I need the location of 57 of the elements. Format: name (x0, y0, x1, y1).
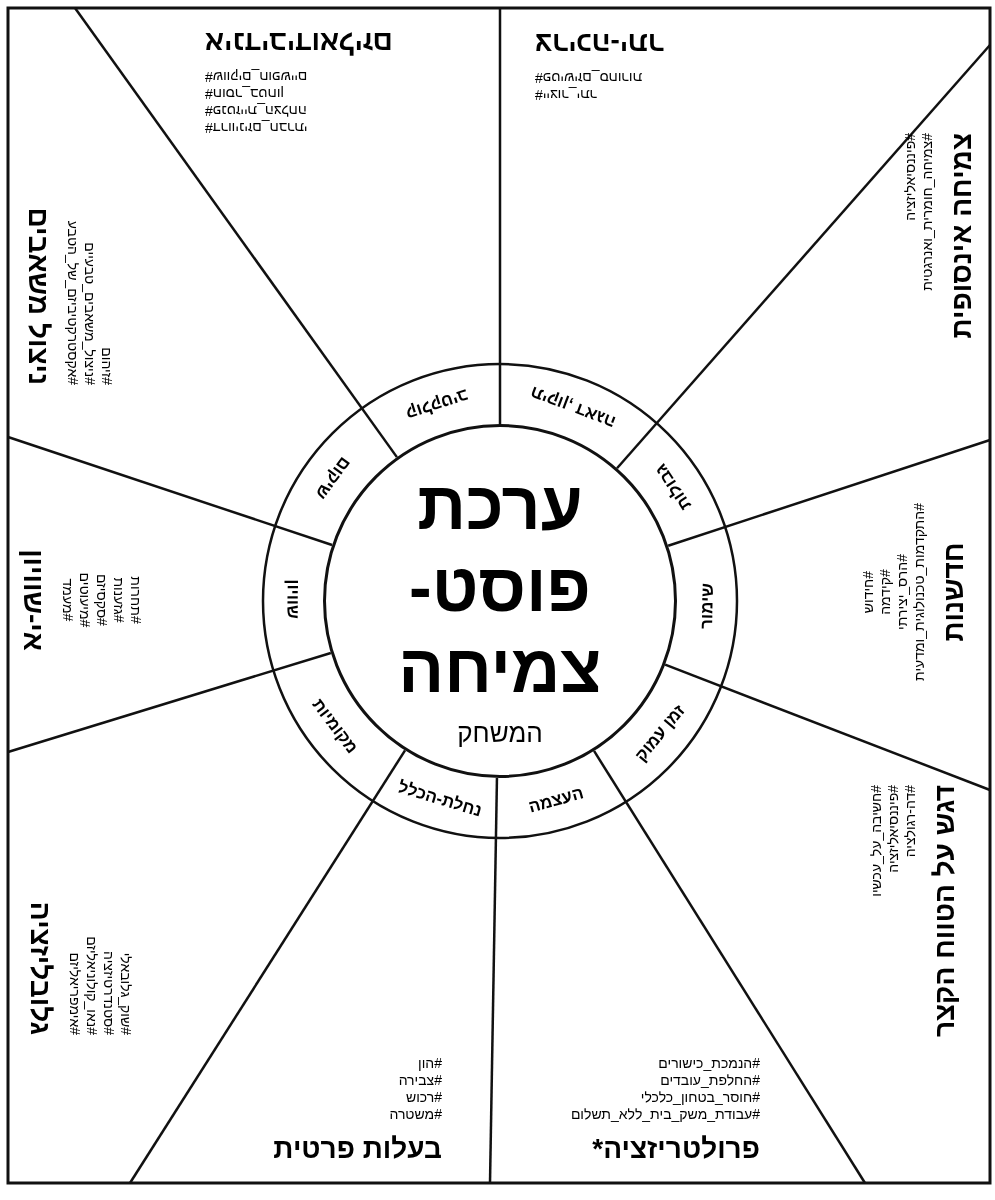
region-heading: צמיחה אינסופית (944, 133, 978, 341)
hashtag: #חוסר_בטחון_כלכלי (639, 1088, 760, 1106)
hashtag: #דה-רגולציה (902, 785, 919, 860)
ring-label: תיקון, דאגה (528, 383, 618, 432)
ring-label: העצמה (526, 784, 585, 817)
hashtag: #צבירה (397, 1071, 442, 1089)
region-heading: צריכה-יתר (535, 26, 665, 61)
ring-label: גבולות (651, 461, 694, 514)
hashtag: #ייצור_יתר (535, 85, 599, 103)
hashtag: #סטנדרטיזציה (99, 950, 117, 1035)
hashtag: #מיעוטים (76, 571, 93, 630)
region-heading: פרולטריזציה* (591, 1131, 760, 1166)
hashtag: #חוסר_בטחון (205, 84, 286, 102)
region-heading: דגש על הטווח הקצר (928, 785, 961, 1040)
hashtag: #צמיחה_חומרית_ואנרגטית (918, 133, 936, 293)
hashtag: #חשיבה_על_עכשיו (868, 785, 885, 899)
hashtag: #רכוש (404, 1088, 442, 1106)
hashtag: #שוק_גלובאלי (116, 951, 134, 1035)
region-heading: גלובליזציה (23, 900, 57, 1035)
hashtag: #עבודת_משק_בית_ללא_תשלום (569, 1105, 760, 1123)
hashtag: #פנטזיית_הצלחה (205, 101, 308, 119)
ring-label: שימור (697, 583, 716, 630)
hashtag: #מעמד (59, 577, 76, 624)
region-heading: ניצול משאבים (22, 206, 55, 385)
subtitle: המשחק (457, 716, 543, 750)
ring-label: קולקטיב (403, 386, 470, 422)
ring-label: מקומיות (309, 696, 362, 757)
region-heading: אינדיבידואליזם (205, 25, 394, 60)
hashtag: #החלפת_עובדים (659, 1071, 760, 1089)
hashtag: #חידוש (859, 569, 877, 616)
hashtag: #דרוויניזם_חברתי (205, 118, 309, 136)
hashtag: #פיננסיאליזציה (885, 785, 902, 875)
region-heading: בעלות פרטית (272, 1131, 442, 1166)
hashtag: #התקדמות_טכנולוגית_ומדעית (910, 502, 928, 683)
hashtag: #הון (417, 1054, 442, 1072)
hashtag: #ניצול_משאבים_טבעיים (81, 241, 98, 385)
hashtag: #הרס_יצירתי (893, 553, 911, 632)
hashtag: #סקסיזם (93, 573, 110, 628)
region-heading: אי-שוויון (17, 548, 50, 653)
hashtag: #קידמה (876, 568, 894, 617)
ring-label: שיקום (312, 454, 355, 503)
hashtag: #נאו_קולוניאליזם (82, 935, 100, 1035)
hashtag: #זיהום (98, 346, 115, 385)
hashtag: #משטרה (388, 1105, 442, 1123)
hashtag: #תחרות (127, 575, 144, 626)
ring-label: זמן עמוק (631, 701, 688, 764)
hashtag: #פטישיזם_סחורות (535, 68, 644, 86)
hashtag: #אקסטרקטיביזם_של_הטבע (64, 219, 81, 385)
ring-label: שוויון (284, 578, 302, 619)
hashtag: #שווקים_חופשיים (205, 67, 309, 85)
hashtag: #פיננסיאליזציה (901, 133, 919, 223)
hashtag: #אימפריאליזם (65, 951, 83, 1035)
hashtag: #הנמכת_כישורים (657, 1054, 760, 1072)
hashtag: #גזענות (110, 576, 127, 625)
title: ערכת פוסט-צמיחה (397, 466, 603, 709)
ring-label: נחלת-הכלל (396, 778, 485, 820)
region-heading: חדשנות (936, 541, 970, 644)
